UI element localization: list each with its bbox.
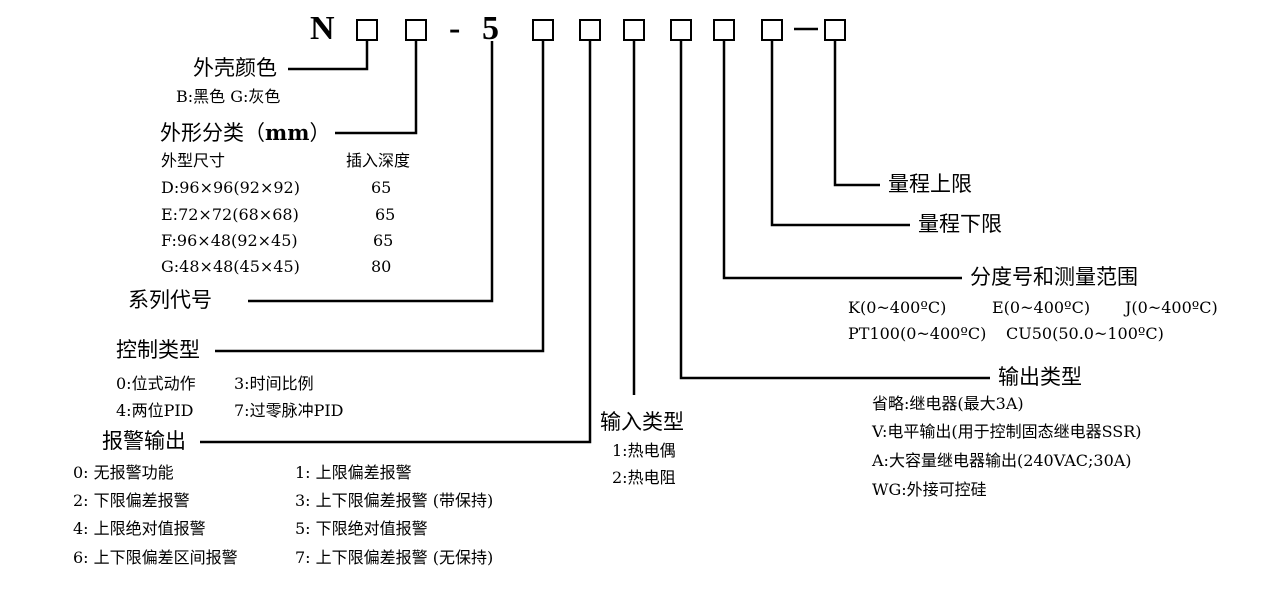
shape-row-depth: 80 [371,257,392,276]
code-box-control [532,19,554,41]
shape-title-text: 外形分类（ [160,121,265,145]
shape-row-size: F:96×48(92×45) [161,231,298,250]
input-option: 1:热电偶 [612,441,676,460]
code-box-resolution [713,19,735,41]
code-box-range-high [824,19,846,41]
connector-shell-color [288,41,369,71]
code-series-digit: 5 [482,10,499,47]
connector-control [215,41,545,353]
shape-row-depth: 65 [371,178,392,197]
range-high-title: 量程上限 [888,172,972,196]
code-box-output [670,19,692,41]
control-option: 4:两位PID [116,401,194,420]
shape-col2-header: 插入深度 [346,151,411,170]
resolution-option: PT100(0~400ºC) [848,324,987,343]
code-box-input [623,19,645,41]
shell-color-options: B:黑色 G:灰色 [176,87,281,106]
shape-row-size: G:48×48(45×45) [161,257,300,276]
control-option: 3:时间比例 [234,374,314,393]
code-dash: - [449,10,461,47]
control-title: 控制类型 [116,338,200,362]
connector-resolution [722,41,962,280]
input-option: 2:热电阻 [612,468,676,487]
shape-title: 外形分类（mm） [160,122,330,144]
shape-col1-header: 外型尺寸 [161,151,226,170]
alarm-option: 1: 上限偏差报警 [295,463,412,482]
resolution-option: CU50(50.0~100ºC) [1006,324,1164,343]
output-option: WG:外接可控硅 [872,480,987,499]
output-option: 省略:继电器(最大3A) [872,394,1024,413]
output-title: 输出类型 [998,365,1082,389]
output-option: A:大容量继电器输出(240VAC;30A) [872,451,1132,470]
connector-output [679,41,990,380]
output-option: V:电平输出(用于控制固态继电器SSR) [872,422,1142,441]
connector-shape [335,41,418,135]
code-prefix: N [310,10,335,47]
connector-range-high [833,41,880,187]
shell-color-title: 外壳颜色 [193,56,277,80]
shape-row-depth: 65 [375,205,396,224]
alarm-option: 5: 下限绝对值报警 [295,519,428,538]
code-box-shell-color [356,19,378,41]
alarm-option: 3: 上下限偏差报警 (带保持) [295,491,494,510]
connector-range-low [770,41,910,227]
alarm-option: 0: 无报警功能 [73,463,174,482]
connector-series [248,41,494,303]
resolution-option: J(0~400ºC) [1125,298,1218,317]
code-box-range-low [761,19,783,41]
resolution-title: 分度号和测量范围 [970,265,1138,289]
shape-unit: mm [265,120,310,145]
control-option: 0:位式动作 [116,374,196,393]
alarm-option: 7: 上下限偏差报警 (无保持) [295,548,494,567]
alarm-title: 报警输出 [102,429,186,453]
alarm-option: 2: 下限偏差报警 [73,491,190,510]
shape-row-size: E:72×72(68×68) [161,205,299,224]
code-box-alarm [579,19,601,41]
range-low-title: 量程下限 [918,212,1002,236]
code-box-shape [405,19,427,41]
connector-alarm [200,41,592,444]
control-option: 7:过零脉冲PID [234,401,344,420]
resolution-option: E(0~400ºC) [992,298,1091,317]
series-title: 系列代号 [128,288,212,312]
alarm-option: 4: 上限绝对值报警 [73,519,206,538]
shape-row-size: D:96×96(92×92) [161,178,300,197]
shape-row-depth: 65 [373,231,394,250]
shape-title-close: ） [309,121,331,145]
input-title: 输入类型 [600,410,684,434]
alarm-option: 6: 上下限偏差区间报警 [73,548,238,567]
resolution-option: K(0~400ºC) [848,298,947,317]
